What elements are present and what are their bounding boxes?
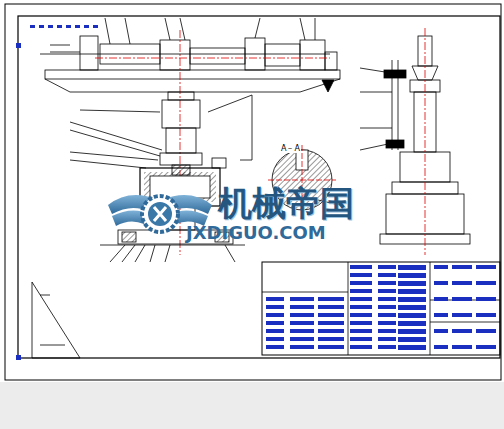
table-cell-fill xyxy=(290,329,314,333)
table-cell-fill xyxy=(434,313,448,317)
table-cell-fill xyxy=(84,25,89,28)
table-cell-fill xyxy=(476,329,496,333)
table-cell-fill xyxy=(378,345,396,349)
table-cell-fill xyxy=(290,337,314,341)
table-cell-fill xyxy=(266,345,284,349)
table-cell-fill xyxy=(452,297,472,301)
table-cell-fill xyxy=(398,265,426,270)
table-cell-fill xyxy=(452,265,472,269)
table-cell-fill xyxy=(398,289,426,294)
table-cell-fill xyxy=(378,337,396,341)
table-cell-fill xyxy=(318,297,344,301)
table-cell-fill xyxy=(350,337,372,341)
table-cell-fill xyxy=(378,313,396,317)
table-cell-fill xyxy=(398,273,426,278)
table-cell-fill xyxy=(266,313,284,317)
table-cell-fill xyxy=(290,297,314,301)
table-cell-fill xyxy=(398,281,426,286)
table-cell-fill xyxy=(476,265,496,269)
table-cell-fill xyxy=(476,313,496,317)
table-cell-fill xyxy=(290,313,314,317)
table-cell-fill xyxy=(378,321,396,325)
table-cell-fill xyxy=(57,25,62,28)
table-cell-fill xyxy=(350,289,372,293)
table-cell-fill xyxy=(266,297,284,301)
table-cell-fill xyxy=(350,273,372,277)
watermark-url: JXDIGUO.COM xyxy=(186,224,326,242)
watermark-text: 机械帝国 xyxy=(218,186,354,220)
table-cell-fill xyxy=(398,345,426,350)
table-cell-fill xyxy=(93,25,98,28)
table-cell-fill xyxy=(378,305,396,309)
table-cell-fill xyxy=(318,337,344,341)
table-cell-fill xyxy=(350,321,372,325)
table-cell-fill xyxy=(434,297,448,301)
table-cell-fill xyxy=(350,265,372,269)
table-cell-fill xyxy=(318,345,344,349)
table-cell-fill xyxy=(378,265,396,269)
table-cell-fill xyxy=(398,305,426,310)
table-cell-fill xyxy=(350,305,372,309)
table-cell-fill xyxy=(350,329,372,333)
table-cell-fill xyxy=(434,329,448,333)
table-cell-fill xyxy=(452,313,472,317)
table-cell-fill xyxy=(266,337,284,341)
table-cell-fill xyxy=(398,321,426,326)
table-cell-fill xyxy=(30,25,35,28)
table-cell-fill xyxy=(398,329,426,334)
table-cell-fill xyxy=(48,25,53,28)
table-cell-fill xyxy=(398,297,426,302)
table-cell-fill xyxy=(476,297,496,301)
table-cell-fill xyxy=(452,345,472,349)
table-cell-fill xyxy=(66,25,71,28)
table-cell-fill xyxy=(350,313,372,317)
table-cell-fill xyxy=(290,345,314,349)
table-cell-fill xyxy=(290,321,314,325)
table-cell-fill xyxy=(434,265,448,269)
table-cell-fill xyxy=(266,329,284,333)
table-cell-fill xyxy=(318,329,344,333)
table-cell-fill xyxy=(434,281,448,285)
table-cell-fill xyxy=(378,289,396,293)
table-cell-fill xyxy=(350,297,372,301)
table-cell-fill xyxy=(266,321,284,325)
table-cell-fill xyxy=(318,313,344,317)
section-label: A－A xyxy=(280,145,301,153)
table-cell-fill xyxy=(378,329,396,333)
table-cell-fill xyxy=(39,25,44,28)
table-cell-fill xyxy=(476,345,496,349)
table-cell-fill xyxy=(378,297,396,301)
table-cell-fill xyxy=(398,337,426,342)
table-cell-fill xyxy=(476,281,496,285)
table-cell-fill xyxy=(350,281,372,285)
table-cell-fill xyxy=(75,25,80,28)
table-cell-fill xyxy=(434,345,448,349)
table-cell-fill xyxy=(350,345,372,349)
table-cell-fill xyxy=(378,273,396,277)
table-cell-fill xyxy=(398,313,426,318)
table-cell-fill xyxy=(266,305,284,309)
table-cell-fill xyxy=(378,281,396,285)
table-cell-fill xyxy=(452,329,472,333)
table-cell-fill xyxy=(318,305,344,309)
table-cell-fill xyxy=(318,321,344,325)
table-cell-fill xyxy=(452,281,472,285)
table-cell-fill xyxy=(290,305,314,309)
